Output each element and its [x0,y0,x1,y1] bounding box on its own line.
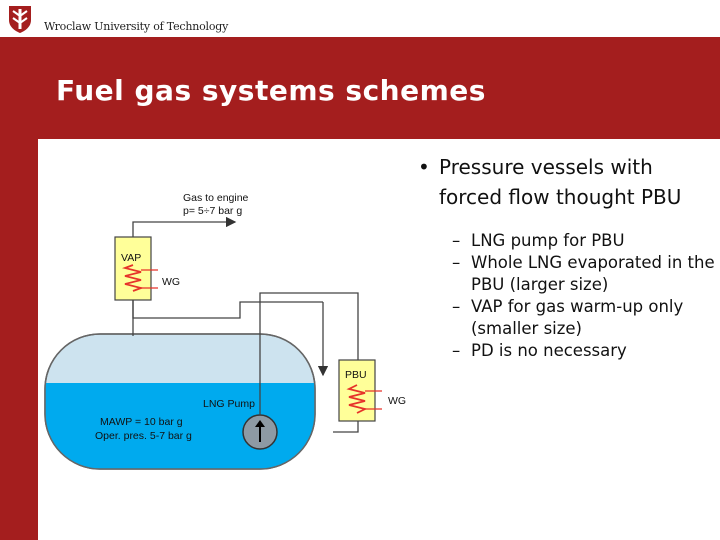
bullet-dot-icon: • [418,155,430,179]
university-name: Wroclaw University of Technology [44,20,229,33]
lng-pump-icon [242,414,278,450]
sub-bullet-text: PD is no necessary [471,341,627,360]
dash-icon: – [452,297,461,316]
university-crest-icon [9,6,31,33]
sub-bullet-text: VAP for gas warm-up only (smaller size) [471,297,684,338]
left-accent-bar [0,0,38,540]
sub-bullet: –VAP for gas warm-up only (smaller size) [452,296,718,340]
vap-label: VAP [121,252,141,264]
header-strip [0,0,720,37]
dash-icon: – [452,341,461,360]
dash-icon: – [452,231,461,250]
wg-left-label: WG [162,276,180,288]
lng-pump-label: LNG Pump [203,398,255,410]
lng-tank [44,333,316,470]
oper-pres-label: Oper. pres. 5-7 bar g [95,430,192,442]
pressure-label: p= 5÷7 bar g [183,205,242,217]
pbu-label: PBU [345,369,367,381]
main-bullet-text: Pressure vessels with forced flow though… [439,155,682,209]
wg-right-label: WG [388,395,406,407]
mawp-label: MAWP = 10 bar g [100,416,183,428]
dash-icon: – [452,253,461,272]
sub-bullet-text: Whole LNG evaporated in the PBU (larger … [471,253,715,294]
sub-bullet-text: LNG pump for PBU [471,231,625,250]
sub-bullet: –LNG pump for PBU [452,230,718,252]
gas-to-engine-label: Gas to engine [183,192,249,204]
vap-heat-exchanger [114,236,158,301]
title-band [38,37,720,139]
sub-bullet: –PD is no necessary [452,340,718,362]
sub-bullet-list: –LNG pump for PBU –Whole LNG evaporated … [418,230,718,362]
main-bullet: • Pressure vessels with forced flow thou… [418,152,718,212]
slide-title: Fuel gas systems schemes [56,74,486,107]
pbu-heat-exchanger [338,359,382,422]
bullet-list: • Pressure vessels with forced flow thou… [418,152,718,362]
sub-bullet: –Whole LNG evaporated in the PBU (larger… [452,252,718,296]
fuel-gas-diagram: Gas to engine p= 5÷7 bar g VAP WG PBU WG… [44,192,406,470]
